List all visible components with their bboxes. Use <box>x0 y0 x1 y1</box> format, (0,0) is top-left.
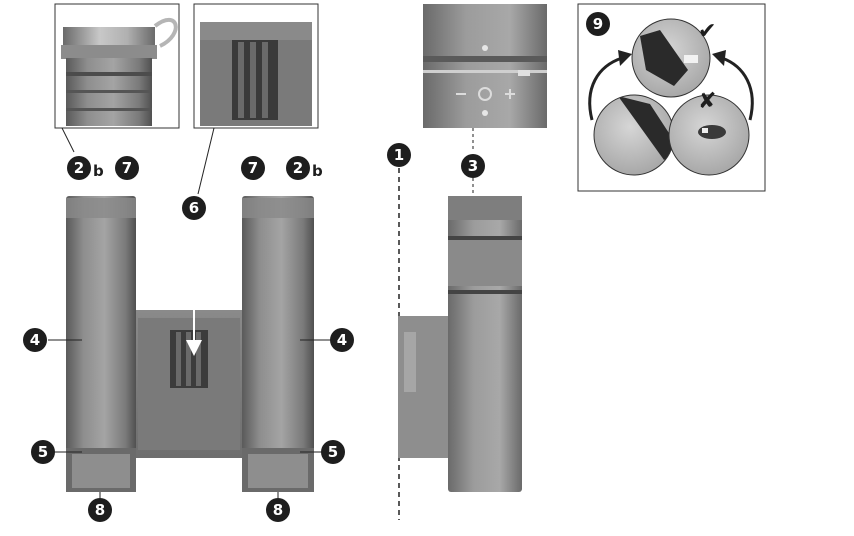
left-barrel <box>66 196 136 492</box>
eyecup-leader-line <box>61 127 75 153</box>
callout-c7-left-label: 7 <box>122 159 132 177</box>
callout-c1-label: 1 <box>394 146 404 164</box>
callout-c5-left-marker <box>31 440 55 464</box>
callout-c7-left-marker <box>115 156 139 180</box>
diopter-ring <box>448 236 522 286</box>
right-barrel <box>242 196 314 492</box>
focus-wheel-detail-inset <box>193 3 319 129</box>
callout-c2-left-marker <box>67 156 91 180</box>
callout-c7-right-label: 7 <box>248 159 258 177</box>
focus-arrow-head <box>186 340 202 356</box>
callout-c4-right-marker <box>330 328 354 352</box>
focus-leader-line <box>197 127 215 195</box>
callout-c8-right-marker <box>266 498 290 522</box>
callout-c2-suffix-right: b <box>312 162 323 180</box>
callout-c2-right-label: 2 <box>293 159 303 177</box>
callout-c4-left-marker <box>23 328 47 352</box>
callout-c2-suffix-left: b <box>93 162 104 180</box>
callout-c5-right-marker <box>321 440 345 464</box>
callout-c8-right-label: 8 <box>273 501 283 519</box>
callout-c5-right-label: 5 <box>328 443 338 461</box>
callout-numbers: 1 2 7 7 2 3 6 4 4 5 5 8 8 9 b b <box>23 12 610 522</box>
left-arrow-head <box>618 50 632 66</box>
diopter-detail-inset <box>423 4 547 128</box>
callout-c5-left-label: 5 <box>38 443 48 461</box>
right-arrow-head <box>712 50 726 66</box>
callout-c1-marker <box>387 143 411 167</box>
cross-mark-icon: ✘ <box>698 89 716 114</box>
callout-c6-marker <box>182 196 206 220</box>
callout-c9-marker <box>586 12 610 36</box>
callout-c8-left-marker <box>88 498 112 522</box>
callout-c8-left-label: 8 <box>95 501 105 519</box>
callout-c3-marker <box>461 154 485 178</box>
callout-c7-right-marker <box>241 156 265 180</box>
check-mark-icon: ✔ <box>698 19 716 44</box>
left-curved-arrow <box>588 56 623 121</box>
callout-c4-left-label: 4 <box>30 331 40 349</box>
binoculars-front-view <box>48 196 334 498</box>
callout-c2-right-marker <box>286 156 310 180</box>
binoculars-side-view <box>398 196 522 492</box>
callout-c2-left-label: 2 <box>74 159 84 177</box>
eyecup-detail-inset <box>54 3 180 129</box>
callout-c9-label: 9 <box>593 15 603 33</box>
callout-c6-label: 6 <box>189 199 199 217</box>
right-curved-arrow <box>721 56 754 121</box>
eye-alignment-inset: ✔ ✘ <box>577 3 766 192</box>
callout-c3-label: 3 <box>468 157 478 175</box>
callout-c4-right-label: 4 <box>337 331 347 349</box>
